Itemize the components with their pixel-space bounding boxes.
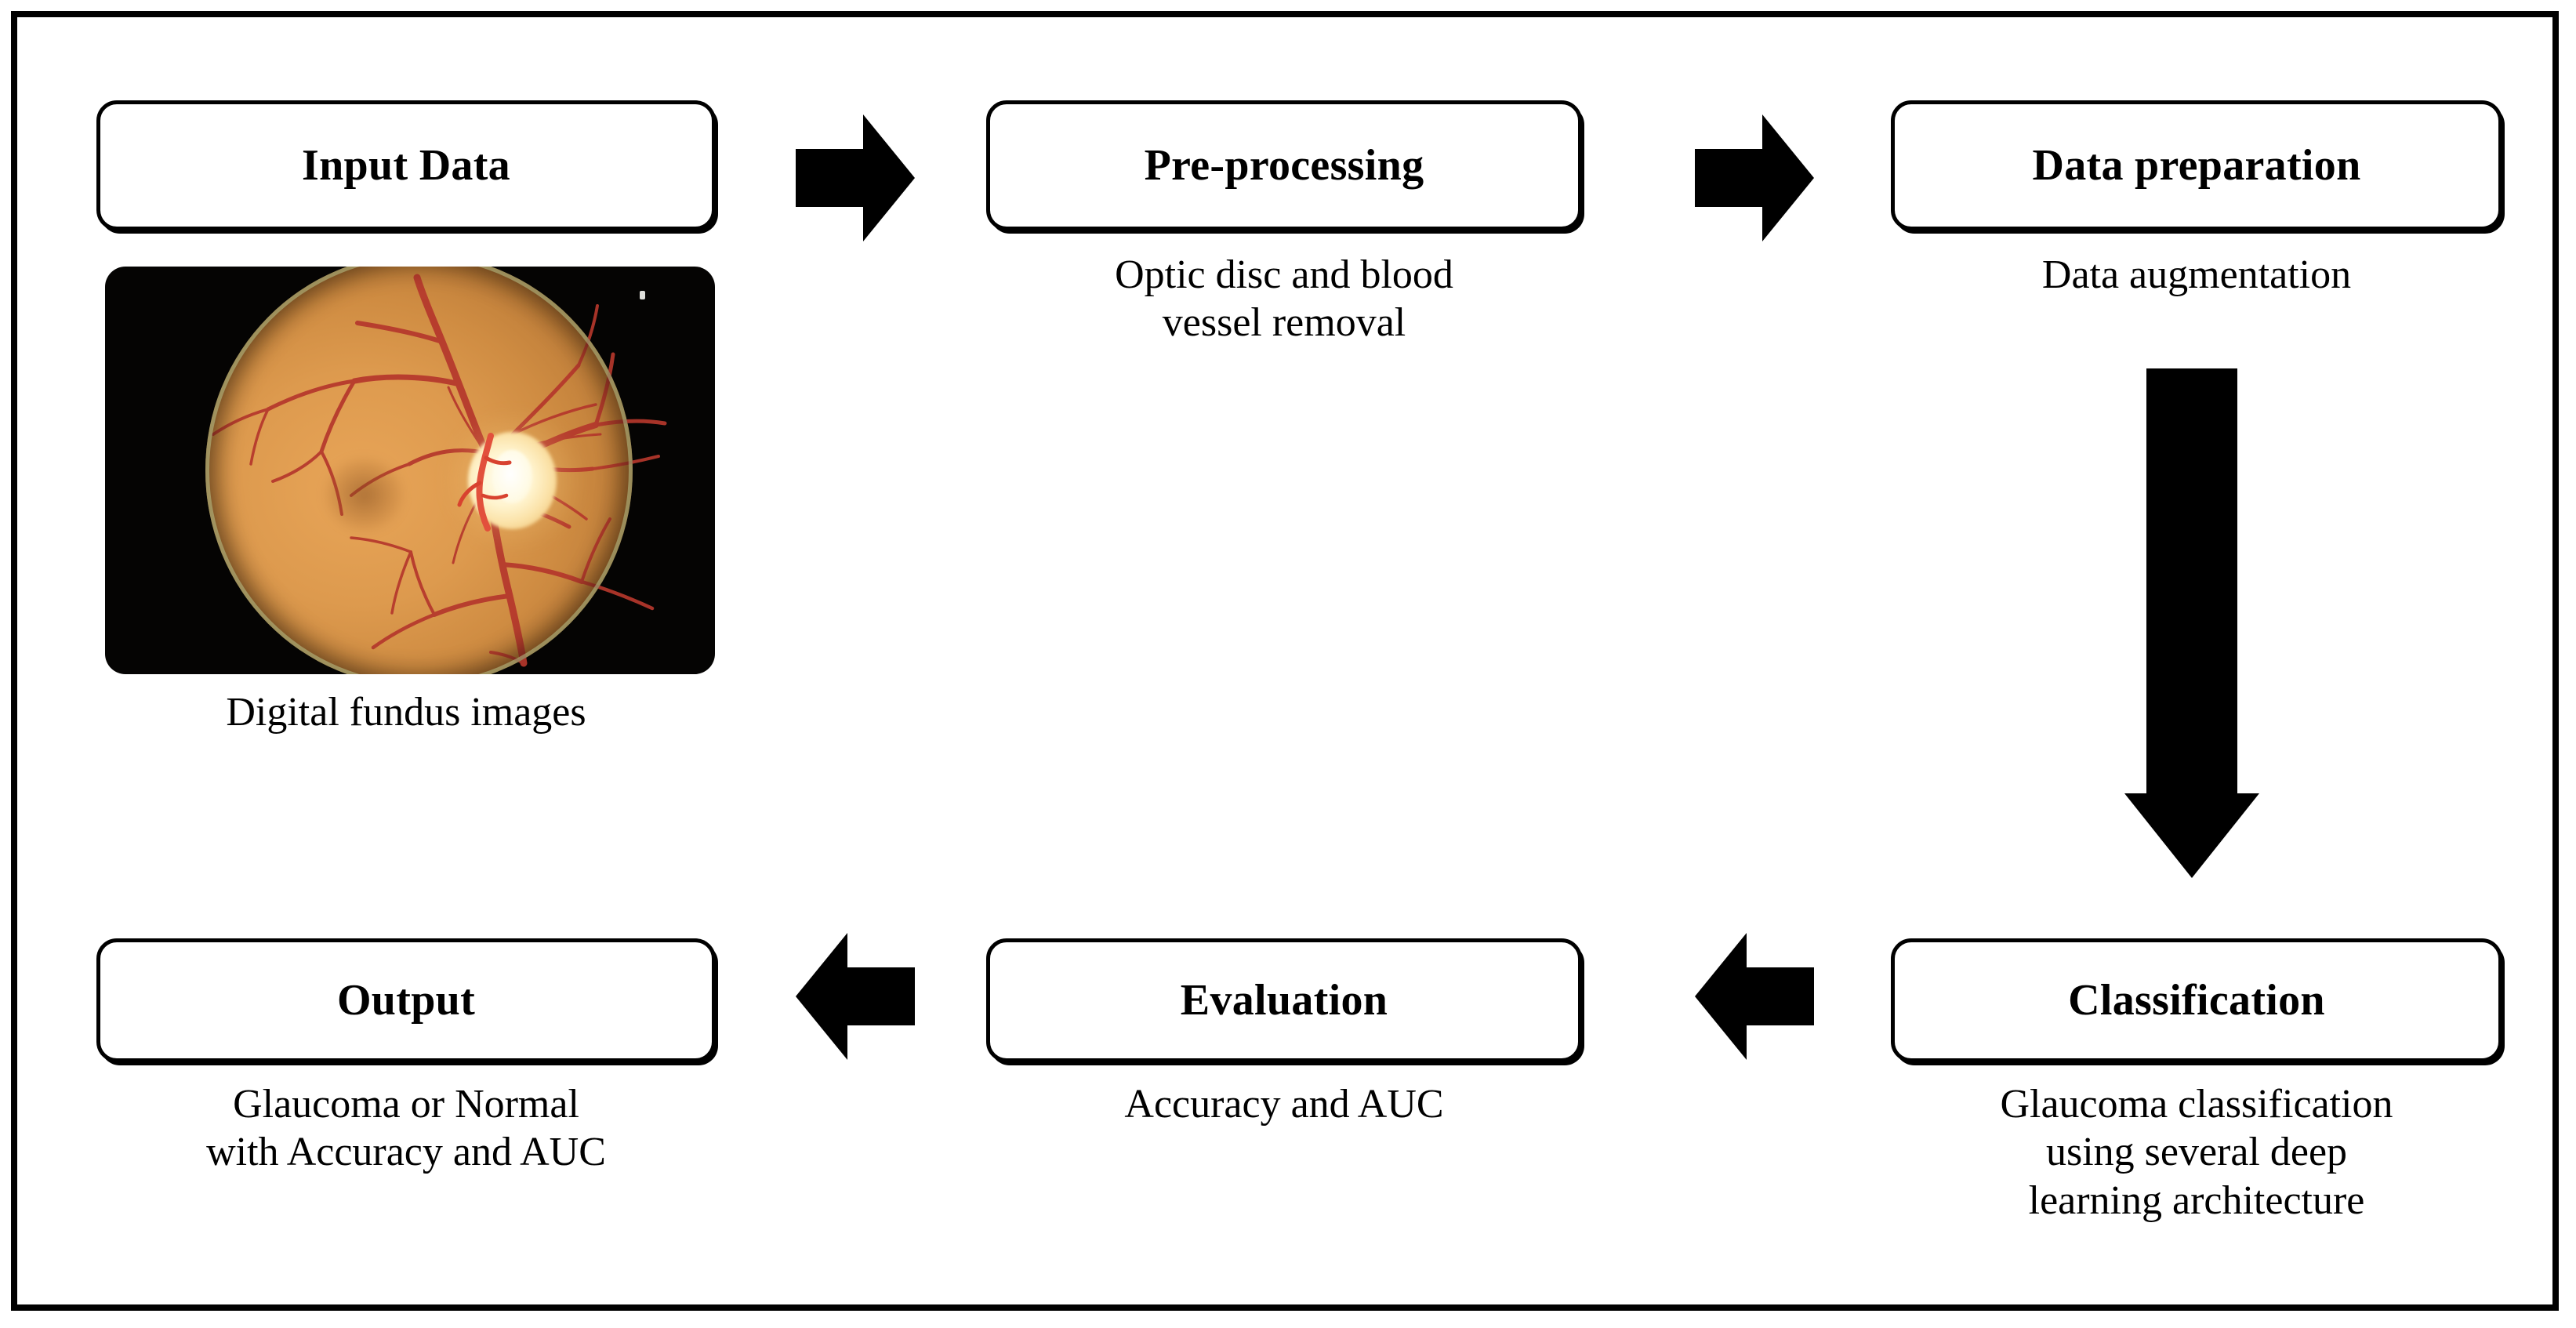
process-box-classification[interactable]: Classification	[1891, 938, 2502, 1062]
optic-disc-vessels	[457, 433, 512, 532]
process-box-evaluation[interactable]: Evaluation	[986, 938, 1582, 1062]
caption-input-data: Digital fundus images	[226, 690, 586, 735]
process-box-data-preparation[interactable]: Data preparation	[1891, 100, 2502, 230]
process-box-output[interactable]: Output	[96, 938, 716, 1062]
specular-highlight	[639, 291, 645, 300]
process-box-label: Evaluation	[1180, 976, 1388, 1025]
arrow-classification-to-evaluation-icon	[1695, 933, 1814, 1060]
arrow-input-to-preprocessing-icon	[796, 114, 915, 241]
diagram-frame: Input Data	[11, 11, 2559, 1311]
caption-evaluation: Accuracy and AUC	[1124, 1082, 1444, 1127]
caption-data-preparation: Data augmentation	[2041, 252, 2352, 297]
process-box-input-data[interactable]: Input Data	[96, 100, 716, 230]
process-box-label: Output	[336, 976, 476, 1025]
arrow-preprocessing-to-datapreparation-icon	[1695, 114, 1814, 241]
arrow-evaluation-to-output-icon	[796, 933, 915, 1060]
arrow-datapreparation-to-classification-icon	[2124, 368, 2259, 878]
caption-output: Glaucoma or Normal with Accuracy and AUC	[206, 1082, 606, 1175]
process-box-pre-processing[interactable]: Pre-processing	[986, 100, 1582, 230]
process-box-label: Input Data	[302, 141, 510, 190]
caption-classification: Glaucoma classification using several de…	[2000, 1082, 2393, 1223]
macula	[325, 458, 405, 532]
caption-pre-processing: Optic disc and blood vessel removal	[1115, 252, 1453, 346]
process-box-label: Pre-processing	[1144, 141, 1424, 190]
fundus-image	[105, 267, 715, 674]
process-box-label: Classification	[2068, 976, 2325, 1025]
optic-cup	[492, 450, 532, 503]
process-box-label: Data preparation	[2032, 141, 2361, 190]
